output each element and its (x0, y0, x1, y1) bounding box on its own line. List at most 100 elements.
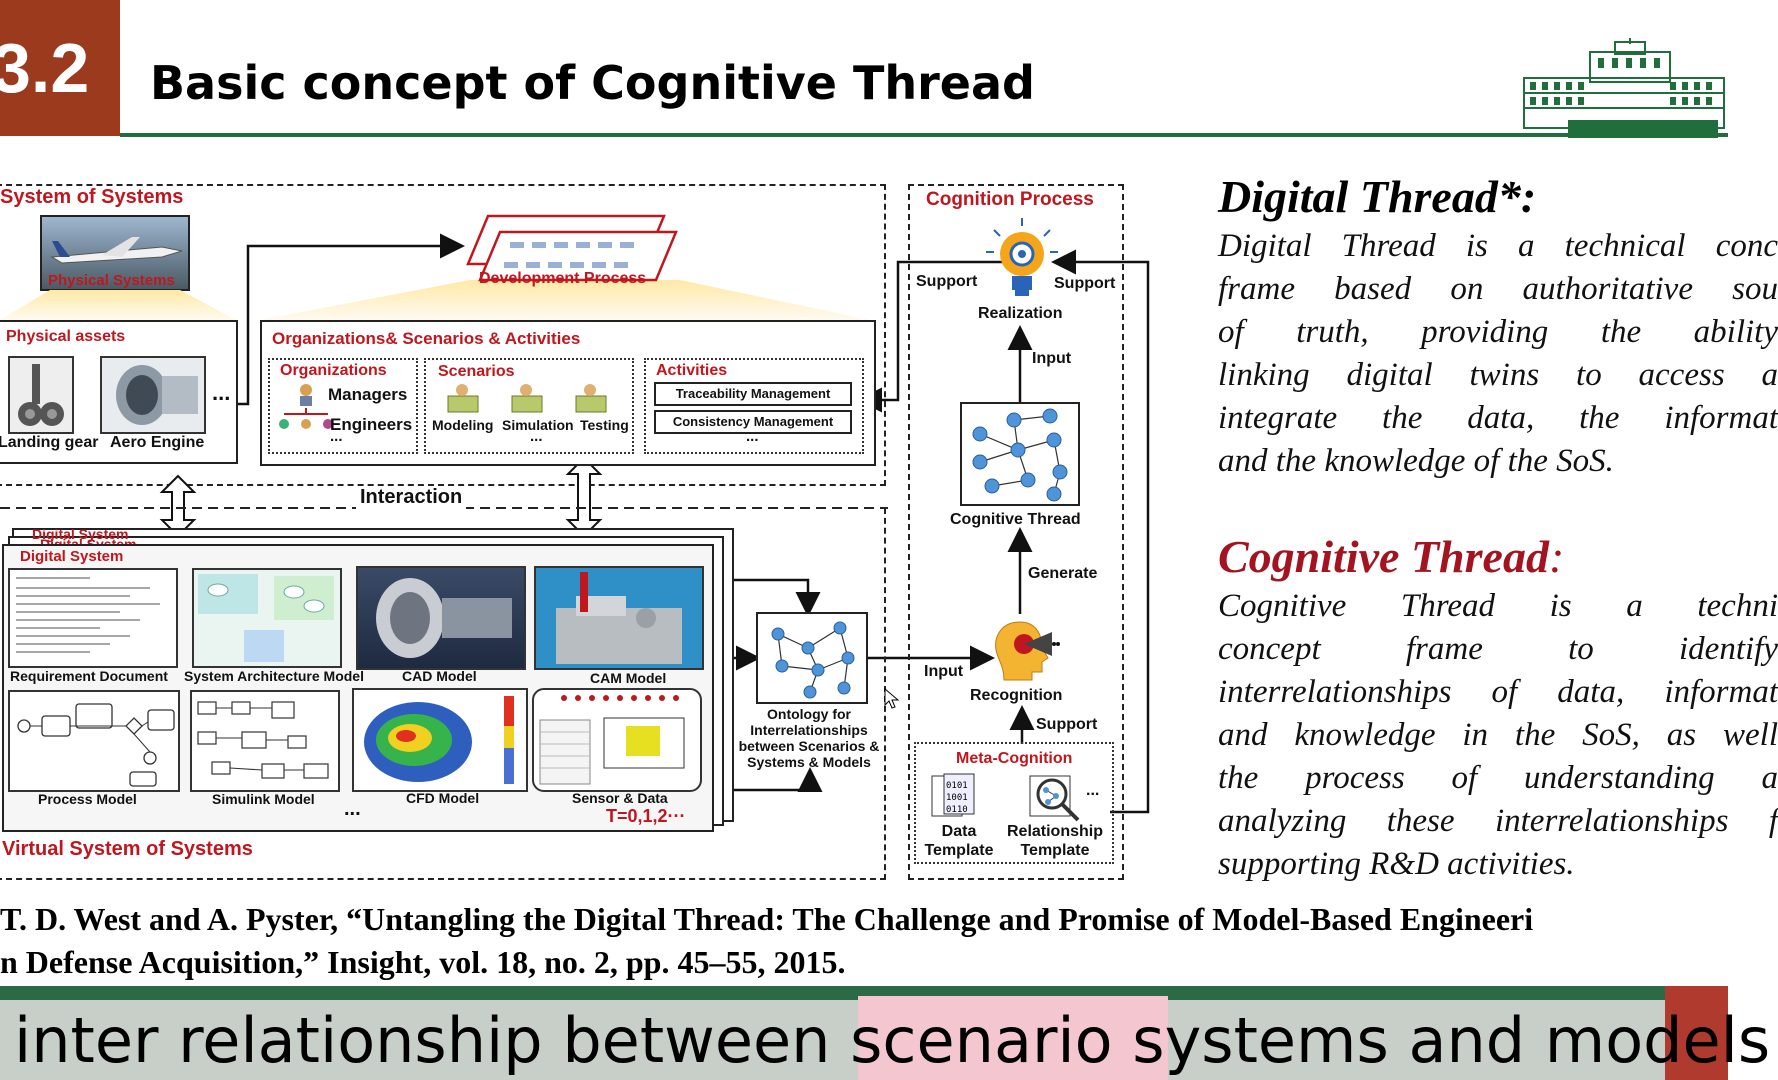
slide-title: Basic concept of Cognitive Thread (150, 56, 1035, 110)
org-panel-title: Organizations& Scenarios & Activities (272, 329, 581, 348)
traceability-management: Traceability Management (654, 382, 852, 406)
consistency-management: Consistency Management (654, 410, 852, 434)
head-recognition-icon (995, 621, 1060, 681)
light-wedges (0, 280, 870, 320)
video-subtitle: inter relationship between scenario syst… (14, 1004, 1771, 1077)
cognitive-thread-line-3: interrelationships of data, informat (1218, 674, 1778, 710)
simulink-model-thumb (190, 690, 340, 792)
input-top-label: Input (1032, 350, 1072, 367)
scenario-modeling: Modeling (432, 417, 494, 433)
scenarios-ellipsis: ... (530, 428, 543, 445)
scenario-testing: Testing (580, 417, 629, 433)
physical-assets-ellipsis: ... (212, 380, 231, 405)
svg-text:1001: 1001 (946, 793, 968, 803)
scenarios-title: Scenarios (438, 363, 515, 380)
generate-label: Generate (1028, 565, 1098, 582)
cfd-model-label: CFD Model (406, 790, 480, 806)
digital-thread-line-6: and the knowledge of the SoS. (1218, 443, 1614, 479)
ontology-network-icon (771, 621, 855, 699)
digital-system-label-back: Digital System (32, 526, 129, 542)
reference-line-2: n Defense Acquisition,” Insight, vol. 18… (0, 944, 846, 980)
reference-citation: T. D. West and A. Pyster, “Untangling th… (0, 898, 1728, 984)
cognition-process-title: Cognition Process (926, 189, 1094, 210)
digital-thread-line-4: linking digital twins to access a (1218, 357, 1778, 393)
meta-cognition-title: Meta-Cognition (956, 750, 1073, 767)
digital-thread-line-2: frame based on authoritative sou (1218, 271, 1778, 307)
physical-systems-label: Physical Systems (48, 272, 175, 289)
process-model-thumb (8, 690, 180, 792)
relationship-template-label: Relationship Template (1006, 823, 1103, 859)
svg-text:0101: 0101 (946, 781, 968, 791)
section-number: 3.2 (0, 0, 120, 136)
input-left-label: Input (924, 663, 964, 680)
sensor-array-icon (539, 695, 685, 785)
org-chart-icon (279, 384, 333, 429)
cognitive-thread-network-icon (972, 408, 1068, 502)
physical-systems-photo (40, 215, 190, 291)
system-of-systems-frame (0, 184, 886, 486)
development-process-label: Development Process (479, 270, 647, 287)
digital-thread-line-5: integrate the data, the informat (1218, 400, 1778, 436)
cad-model-label: CAD Model (402, 668, 477, 684)
airplane-icon (50, 237, 183, 264)
digital-thread-line-3: of truth, providing the ability (1218, 314, 1778, 350)
system-architecture-label: System Architecture Model (184, 668, 364, 684)
activities-title: Activities (656, 362, 728, 379)
physical-assets-title: Physical assets (6, 328, 126, 345)
requirement-document-label: Requirement Document (10, 668, 168, 684)
document-lines-icon (16, 577, 160, 653)
process-model-label: Process Model (38, 791, 137, 807)
ontology-graph-box (756, 612, 868, 704)
digital-thread-line-1: Digital Thread is a technical conc (1218, 228, 1778, 264)
digital-thread-title: Digital Thread*: (1218, 171, 1537, 222)
cognitive-thread-line-1: Cognitive Thread is a techni (1218, 588, 1778, 624)
block-diagram-icon (197, 701, 329, 779)
cognitive-thread-title-text: Cognitive Thread (1218, 531, 1549, 582)
cam-model-label: CAM Model (590, 670, 667, 686)
header-rule (120, 133, 1728, 137)
aero-engine-icon (116, 365, 198, 425)
cfd-heatmap-icon (364, 696, 514, 784)
sensor-data-thumb (532, 688, 702, 792)
cad-model-thumb (356, 566, 526, 670)
footer-page-box (1665, 986, 1728, 1080)
lightbulb-gear-icon (986, 218, 1058, 296)
meta-cognition-ellipsis: ... (1086, 782, 1100, 799)
scenario-workers-icons (447, 384, 607, 413)
binary-data-icon: 0101 1001 0110 (931, 773, 975, 817)
svg-text:0110: 0110 (946, 805, 968, 815)
cognitive-thread-line-4: and knowledge in the SoS, as well (1218, 717, 1778, 753)
cognitive-thread-title: Cognitive Thread: (1218, 530, 1564, 583)
footer-active-tab (858, 996, 1168, 1080)
org-scenarios-activities-panel (260, 320, 876, 466)
architecture-diagram-icon (198, 574, 334, 662)
process-flow-icon (17, 703, 175, 787)
activities-box (644, 358, 864, 454)
university-logo (1523, 38, 1725, 138)
requirement-document-thumb (8, 568, 178, 668)
cognitive-thread-line-2: concept frame to identify (1218, 631, 1778, 667)
diagram-connectors (0, 233, 1150, 814)
simulink-model-label: Simulink Model (212, 791, 315, 807)
relationship-search-icon (1029, 775, 1080, 822)
support-left-label: Support (916, 273, 978, 290)
managers-label: Managers (328, 385, 408, 404)
models-ellipsis: ... (344, 798, 361, 820)
landing-gear-image (8, 356, 74, 434)
turbine-icon (376, 578, 512, 658)
interaction-label: Interaction (356, 486, 467, 509)
development-process-graphic (466, 214, 678, 282)
cognitive-thread-title-colon: : (1548, 531, 1565, 582)
aero-engine-image (100, 356, 206, 434)
organizations-title: Organizations (280, 362, 387, 379)
landing-gear-label: Landing gear (0, 434, 99, 451)
cognitive-thread-graph-box (960, 402, 1080, 506)
aero-engine-label: Aero Engine (110, 434, 205, 451)
activities-ellipsis: ... (746, 428, 759, 445)
scenarios-box (424, 358, 634, 454)
reference-line-1: T. D. West and A. Pyster, “Untangling th… (0, 901, 1534, 937)
cognition-process-frame (908, 184, 1124, 880)
cognitive-thread-label: Cognitive Thread (950, 511, 1081, 528)
time-steps-label: T=0,1,2··· (606, 806, 686, 826)
organizations-box (268, 358, 418, 454)
